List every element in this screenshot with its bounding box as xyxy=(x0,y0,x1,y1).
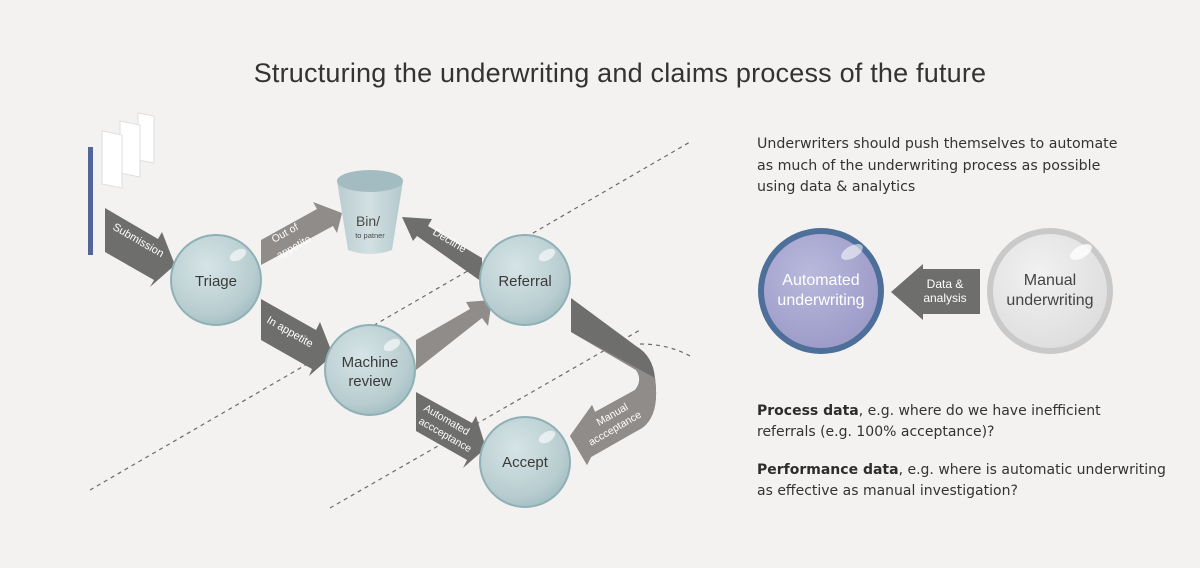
triage-label: Triage xyxy=(195,273,237,290)
accept-label: Accept xyxy=(502,454,549,471)
manual-label-2: underwriting xyxy=(1006,292,1093,309)
automated-underwriting-node: Automated underwriting xyxy=(758,228,884,354)
manual-label-1: Manual xyxy=(1024,272,1076,289)
decline-arrow: Decline xyxy=(402,217,482,282)
flag-icon xyxy=(88,112,155,255)
dashed-boundary-lower xyxy=(329,329,641,509)
in-appetite-arrow: In appetite xyxy=(261,299,333,376)
data-analysis-arrow: Data & analysis xyxy=(891,264,980,320)
page-title: Structuring the underwriting and claims … xyxy=(253,58,987,88)
automated-acceptance-arrow: Automated accceptance xyxy=(416,392,486,468)
machine-review-node: Machine review xyxy=(324,324,416,416)
dashed-boundary-upper xyxy=(89,141,691,491)
out-of-appetite-arrow: Out of appetite xyxy=(261,202,342,265)
automated-label-1: Automated xyxy=(782,272,859,289)
performance-data-text: , e.g. where is automatic underwriting a… xyxy=(757,462,1166,499)
submission-arrow: Submission xyxy=(105,208,175,287)
bin-sublabel: to patner xyxy=(355,231,385,240)
bin-label: Bin/ xyxy=(356,213,380,229)
machine-review-label-1: Machine xyxy=(342,354,399,371)
process-data-note: Process data, e.g. where do we have inef… xyxy=(757,401,1157,443)
data-analysis-label-2: analysis xyxy=(923,291,966,305)
process-data-text: , e.g. where do we have inefficient refe… xyxy=(757,403,1101,440)
performance-data-label: Performance data xyxy=(757,462,899,478)
manual-underwriting-node: Manual underwriting xyxy=(987,228,1113,354)
manual-acceptance-arrow: Manual accceptance xyxy=(570,298,657,465)
performance-data-note: Performance data, e.g. where is automati… xyxy=(757,460,1177,502)
bin-icon: Bin/ to patner xyxy=(337,170,403,254)
automated-label-2: underwriting xyxy=(777,292,864,309)
referral-node: Referral xyxy=(479,234,571,326)
triage-node: Triage xyxy=(170,234,262,326)
data-analysis-label-1: Data & xyxy=(927,277,964,291)
process-data-label: Process data xyxy=(757,403,859,419)
referral-label: Referral xyxy=(498,273,551,290)
intro-text: Underwriters should push themselves to a… xyxy=(757,136,1118,195)
dashed-boundary-curve xyxy=(639,343,691,357)
accept-node: Accept xyxy=(479,416,571,508)
machine-review-label-2: review xyxy=(348,373,392,390)
review-to-referral-arrow xyxy=(416,300,492,370)
